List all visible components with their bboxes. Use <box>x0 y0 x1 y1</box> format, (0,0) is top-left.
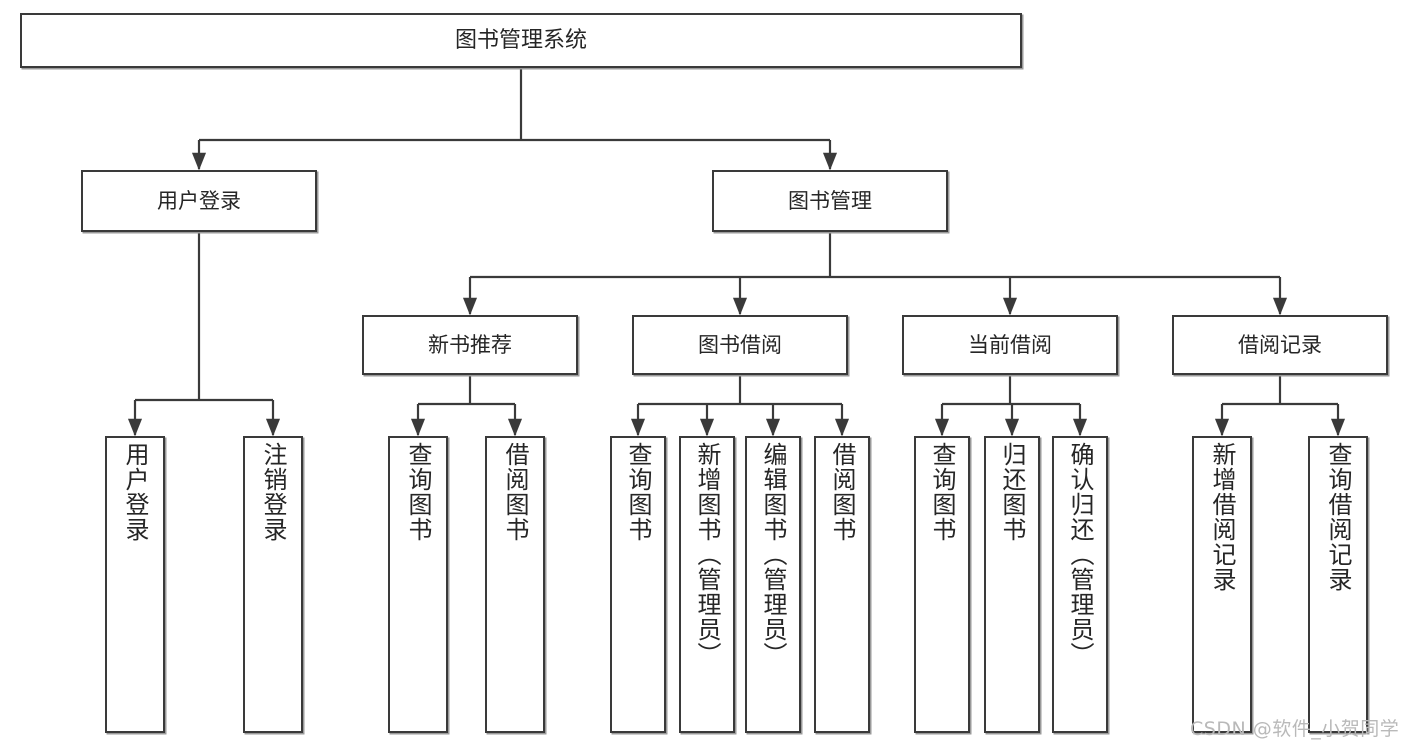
leaf-return-book[interactable]: 归还图书 <box>984 436 1040 733</box>
leaf-add-borrow-record[interactable]: 新增借阅记录 <box>1192 436 1252 733</box>
leaf-add-book-admin[interactable]: 新增图书（管理员） <box>679 436 735 733</box>
leaf-borrow-book[interactable]: 借阅图书 <box>814 436 870 733</box>
node-root[interactable]: 图书管理系统 <box>20 13 1022 68</box>
node-label: 图书借阅 <box>698 332 782 357</box>
node-label: 注销登录 <box>259 442 287 542</box>
node-new-book-recommend[interactable]: 新书推荐 <box>362 315 578 375</box>
node-label: 图书管理 <box>788 188 872 213</box>
leaf-logout[interactable]: 注销登录 <box>243 436 303 733</box>
node-label: 图书管理系统 <box>454 27 587 53</box>
node-book-borrow[interactable]: 图书借阅 <box>632 315 848 375</box>
leaf-query-book-current[interactable]: 查询图书 <box>914 436 970 733</box>
leaf-confirm-return-admin[interactable]: 确认归还（管理员） <box>1052 436 1108 733</box>
node-current-borrow[interactable]: 当前借阅 <box>902 315 1118 375</box>
node-label: 查询图书 <box>404 442 432 542</box>
node-label: 借阅记录 <box>1238 332 1322 357</box>
node-label: 借阅图书 <box>501 442 529 542</box>
leaf-query-book-recommend[interactable]: 查询图书 <box>388 436 448 733</box>
node-label: 借阅图书 <box>828 442 856 542</box>
leaf-borrow-book-recommend[interactable]: 借阅图书 <box>485 436 545 733</box>
node-book-management[interactable]: 图书管理 <box>712 170 948 232</box>
node-label: 编辑图书（管理员） <box>759 442 787 667</box>
node-label: 新增图书（管理员） <box>693 442 721 667</box>
csdn-watermark: CSDN @软件_小贺同学 <box>1190 718 1400 740</box>
node-label: 新增借阅记录 <box>1208 442 1236 592</box>
node-label: 查询图书 <box>624 442 652 542</box>
node-label: 用户登录 <box>121 442 149 542</box>
node-label: 查询图书 <box>928 442 956 542</box>
leaf-user-login[interactable]: 用户登录 <box>105 436 165 733</box>
node-label: 归还图书 <box>998 442 1026 542</box>
node-label: 查询借阅记录 <box>1324 442 1352 592</box>
leaf-edit-book-admin[interactable]: 编辑图书（管理员） <box>745 436 801 733</box>
node-borrow-record[interactable]: 借阅记录 <box>1172 315 1388 375</box>
leaf-query-book-borrow[interactable]: 查询图书 <box>610 436 666 733</box>
node-label: 确认归还（管理员） <box>1066 442 1094 667</box>
leaf-query-borrow-record[interactable]: 查询借阅记录 <box>1308 436 1368 733</box>
node-label: 用户登录 <box>157 188 241 213</box>
node-user-login[interactable]: 用户登录 <box>81 170 317 232</box>
node-label: 当前借阅 <box>968 332 1052 357</box>
node-label: 新书推荐 <box>428 332 512 357</box>
